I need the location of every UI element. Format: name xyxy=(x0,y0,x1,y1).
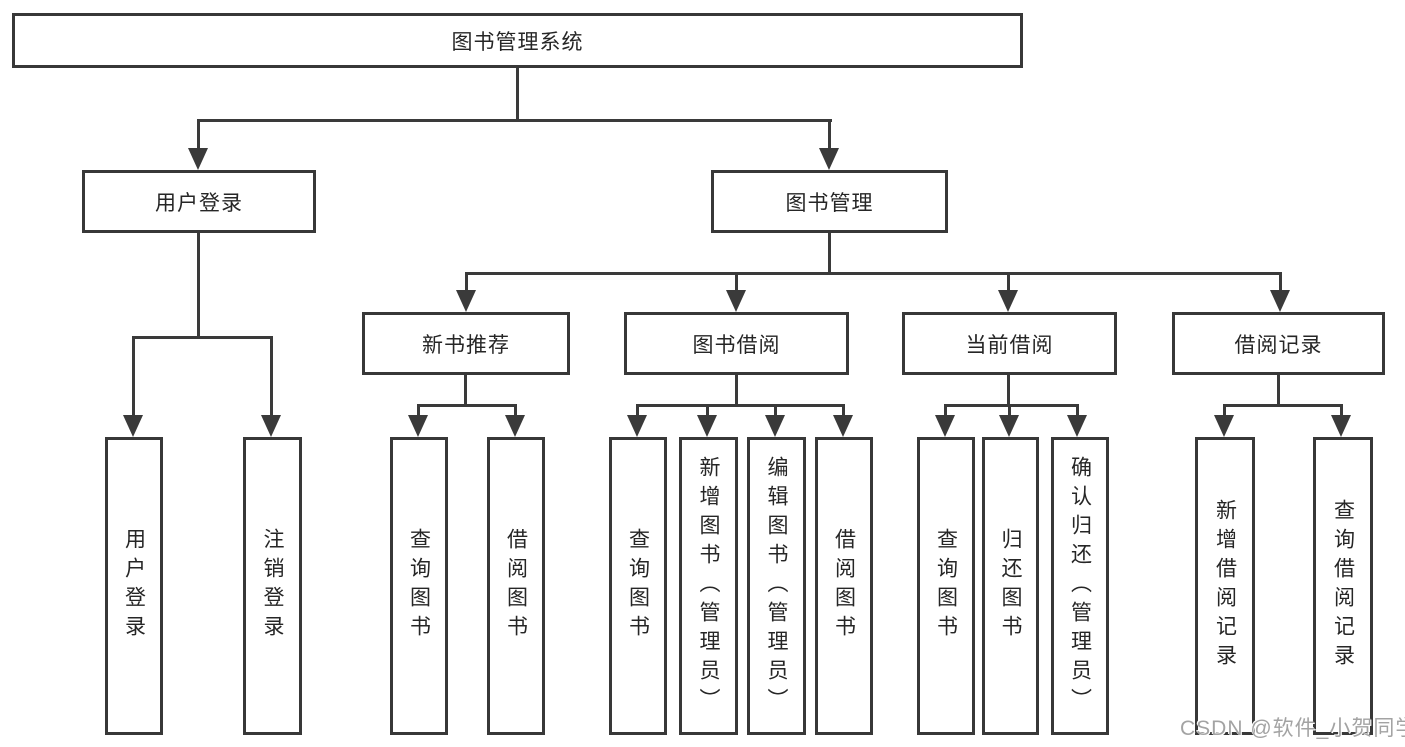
connector-root-hbar xyxy=(197,119,832,122)
node-label: 新增借阅记录 xyxy=(1213,499,1237,673)
node-library-management-system: 图书管理系统 xyxy=(12,13,1023,68)
connector-stub-leaf xyxy=(1340,404,1343,418)
connector-stub-leaf xyxy=(270,336,273,418)
node-label: 借阅图书 xyxy=(832,528,856,644)
connector-user-login-drop xyxy=(197,233,200,338)
node-label: 当前借阅 xyxy=(965,333,1054,357)
connector-stub-leaf xyxy=(706,404,709,418)
leaf-add-books-admin: 新增图书（管理员） xyxy=(679,437,738,735)
node-label: 归还图书 xyxy=(999,528,1023,644)
connector-stub-leaf xyxy=(944,404,947,418)
connector-stub-l3 xyxy=(1007,272,1010,292)
node-label: 新书推荐 xyxy=(422,333,510,357)
watermark: CSDN @软件_小贺同学 xyxy=(1180,717,1405,740)
connector-stub-leaf xyxy=(514,404,517,418)
arrow-down-icon xyxy=(123,415,143,437)
arrow-down-icon xyxy=(819,148,839,170)
connector-stub-book-mgmt xyxy=(828,119,831,150)
arrow-down-icon xyxy=(1331,415,1351,437)
leaf-logout: 注销登录 xyxy=(243,437,302,735)
connector-current-hbar xyxy=(944,404,1079,407)
connector-newbook-drop xyxy=(464,375,467,406)
node-book-management: 图书管理 xyxy=(711,170,948,233)
node-current-borrowing: 当前借阅 xyxy=(902,312,1117,375)
node-label: 借阅记录 xyxy=(1234,333,1323,357)
arrow-down-icon xyxy=(408,415,428,437)
leaf-add-borrow-record: 新增借阅记录 xyxy=(1195,437,1255,735)
node-label: 借阅图书 xyxy=(504,528,528,644)
arrow-down-icon xyxy=(505,415,525,437)
node-new-book-recommendation: 新书推荐 xyxy=(362,312,570,375)
leaf-search-borrow-record: 查询借阅记录 xyxy=(1313,437,1373,735)
connector-current-drop xyxy=(1007,375,1010,406)
arrow-down-icon xyxy=(833,415,853,437)
arrow-down-icon xyxy=(1214,415,1234,437)
leaf-search-books-recommend: 查询图书 xyxy=(390,437,448,735)
connector-stub-leaf xyxy=(417,404,420,418)
arrow-down-icon xyxy=(627,415,647,437)
node-label: 用户登录 xyxy=(155,191,243,215)
connector-stub-leaf xyxy=(842,404,845,418)
leaf-borrow-books-recommend: 借阅图书 xyxy=(487,437,545,735)
connector-stub-leaf xyxy=(1076,404,1079,418)
connector-records-drop xyxy=(1277,375,1280,406)
connector-stub-leaf xyxy=(132,336,135,418)
arrow-down-icon xyxy=(697,415,717,437)
arrow-down-icon xyxy=(935,415,955,437)
arrow-down-icon xyxy=(1067,415,1087,437)
leaf-edit-books-admin: 编辑图书（管理员） xyxy=(747,437,806,735)
leaf-borrow-books: 借阅图书 xyxy=(815,437,873,735)
node-label: 新增图书（管理员） xyxy=(697,455,721,717)
connector-stub-leaf xyxy=(1223,404,1226,418)
arrow-down-icon xyxy=(456,290,476,312)
arrow-down-icon xyxy=(999,415,1019,437)
connector-stub-l3 xyxy=(465,272,468,292)
connector-borrowing-hbar xyxy=(636,404,845,407)
connector-stub-leaf xyxy=(774,404,777,418)
node-book-borrowing: 图书借阅 xyxy=(624,312,849,375)
leaf-return-books: 归还图书 xyxy=(982,437,1039,735)
connector-records-hbar xyxy=(1223,404,1342,407)
connector-root-drop xyxy=(516,68,519,121)
node-label: 编辑图书（管理员） xyxy=(765,455,789,717)
connector-borrowing-drop xyxy=(735,375,738,406)
connector-stub-l3 xyxy=(1279,272,1282,292)
leaf-confirm-return-admin: 确认归还（管理员） xyxy=(1051,437,1109,735)
connector-user-login-hbar xyxy=(132,336,273,339)
connector-stub-l3 xyxy=(735,272,738,292)
arrow-down-icon xyxy=(998,290,1018,312)
connector-stub-leaf xyxy=(636,404,639,418)
node-label: 图书借阅 xyxy=(692,333,781,357)
connector-book-mgmt-hbar xyxy=(465,272,1282,275)
arrow-down-icon xyxy=(188,148,208,170)
leaf-search-books-borrow: 查询图书 xyxy=(609,437,667,735)
node-user-login: 用户登录 xyxy=(82,170,316,233)
connector-book-mgmt-drop xyxy=(828,233,831,274)
node-label: 注销登录 xyxy=(261,528,285,644)
leaf-search-books-current: 查询图书 xyxy=(917,437,975,735)
connector-stub-user-login xyxy=(197,119,200,150)
leaf-user-login: 用户登录 xyxy=(105,437,163,735)
node-label: 查询图书 xyxy=(934,528,958,644)
node-label: 查询图书 xyxy=(407,528,431,644)
arrow-down-icon xyxy=(765,415,785,437)
node-label: 用户登录 xyxy=(122,528,146,644)
node-label: 图书管理 xyxy=(785,191,874,215)
node-borrowing-records: 借阅记录 xyxy=(1172,312,1385,375)
node-label: 查询图书 xyxy=(626,528,650,644)
node-label: 查询借阅记录 xyxy=(1331,499,1355,673)
arrow-down-icon xyxy=(261,415,281,437)
connector-stub-leaf xyxy=(1008,404,1011,418)
node-label: 图书管理系统 xyxy=(451,30,584,54)
connector-newbook-hbar xyxy=(417,404,517,407)
node-label: 确认归还（管理员） xyxy=(1068,455,1092,717)
arrow-down-icon xyxy=(726,290,746,312)
arrow-down-icon xyxy=(1270,290,1290,312)
